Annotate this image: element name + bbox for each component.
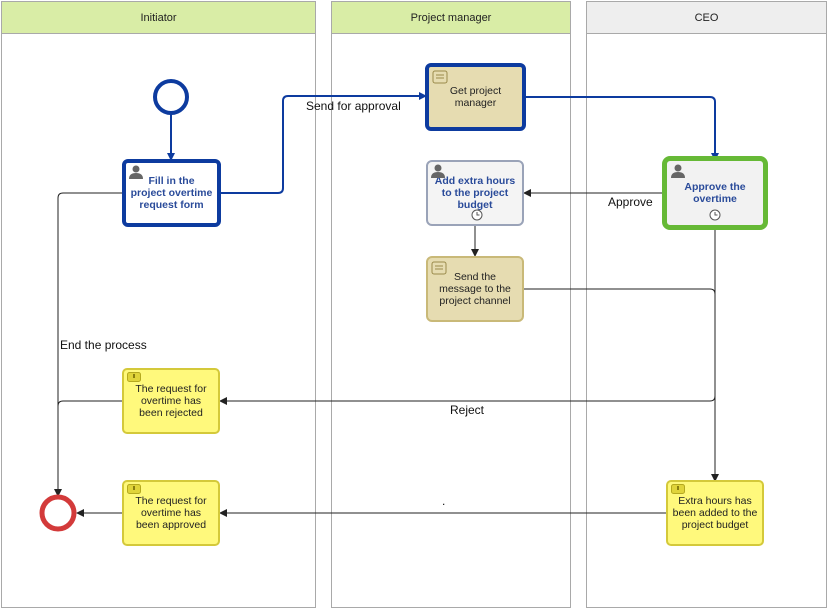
- task-label: The request for overtime has been approv…: [135, 495, 207, 531]
- task-label: Approve the overtime: [684, 181, 746, 205]
- notification-icon: [127, 372, 141, 382]
- user-icon: [431, 164, 445, 178]
- flow-label-dot: .: [442, 494, 446, 508]
- flow-end-the-process: [54, 192, 123, 497]
- flow-rejected-to-end: [57, 400, 123, 420]
- task-fill-request-form[interactable]: Fill in the project overtime request for…: [122, 159, 221, 227]
- end-event: [39, 494, 77, 532]
- flow-label-end-the-process: End the process: [60, 338, 147, 352]
- notification-icon: [671, 484, 685, 494]
- flow-message-to-hours-added: [523, 288, 719, 482]
- timer-icon: [471, 209, 483, 221]
- flow-label-send-for-approval: Send for approval: [306, 99, 401, 113]
- task-label: Add extra hours to the project budget: [434, 175, 516, 211]
- script-icon: [432, 70, 448, 84]
- task-approve-overtime[interactable]: Approve the overtime: [662, 156, 768, 230]
- task-request-approved[interactable]: The request for overtime has been approv…: [122, 480, 220, 546]
- task-add-extra-hours[interactable]: Add extra hours to the project budget: [426, 160, 524, 226]
- user-icon: [671, 164, 685, 178]
- flow-label-reject: Reject: [450, 403, 485, 417]
- lane-title-initiator: Initiator: [2, 2, 315, 34]
- flow-pm-to-approve: [525, 96, 719, 161]
- flow-send-for-approval: [220, 92, 427, 194]
- user-icon: [129, 165, 143, 179]
- task-label: Get project manager: [449, 85, 502, 109]
- flow-label-approve: Approve: [608, 195, 653, 209]
- task-extra-hours-added[interactable]: Extra hours has been added to the projec…: [666, 480, 764, 546]
- flow-reject: [219, 227, 716, 405]
- task-label: Fill in the project overtime request for…: [130, 175, 213, 211]
- task-label: Extra hours has been added to the projec…: [672, 495, 758, 531]
- task-label: Send the message to the project channel: [439, 271, 511, 307]
- start-event: [153, 79, 189, 115]
- task-send-message[interactable]: Send the message to the project channel: [426, 256, 524, 322]
- task-request-rejected[interactable]: The request for overtime has been reject…: [122, 368, 220, 434]
- task-get-project-manager[interactable]: Get project manager: [425, 63, 526, 131]
- script-icon: [431, 261, 447, 275]
- timer-icon: [709, 209, 721, 221]
- notification-icon: [127, 484, 141, 494]
- lane-title-project-manager: Project manager: [332, 2, 570, 34]
- lane-title-ceo: CEO: [587, 2, 826, 34]
- task-label: The request for overtime has been reject…: [135, 383, 207, 419]
